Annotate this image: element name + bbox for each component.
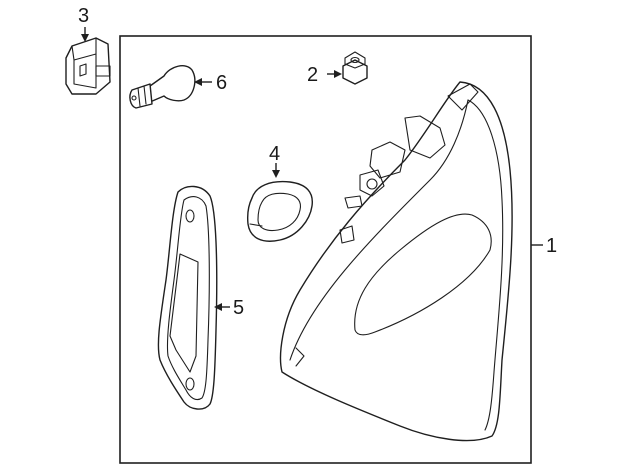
arrowhead-2 [334,70,342,78]
callout-4: 4 [269,143,280,165]
bulb-part[interactable] [129,65,196,109]
grommet-part[interactable] [246,180,313,242]
callout-1: 1 [546,235,557,257]
lamp-assembly-part[interactable] [279,81,513,442]
arrowhead-6 [194,78,202,86]
arrowhead-3 [81,34,89,42]
assembly-frame [119,35,532,464]
socket-part[interactable] [65,37,111,95]
arrowhead-4 [272,170,280,178]
callout-6: 6 [216,72,227,94]
callout-3: 3 [78,5,89,27]
gasket-part[interactable] [157,185,218,410]
callout-5: 5 [233,297,244,319]
arrowhead-5 [214,303,222,311]
nut-part[interactable] [342,51,368,85]
callout-2: 2 [307,64,318,86]
